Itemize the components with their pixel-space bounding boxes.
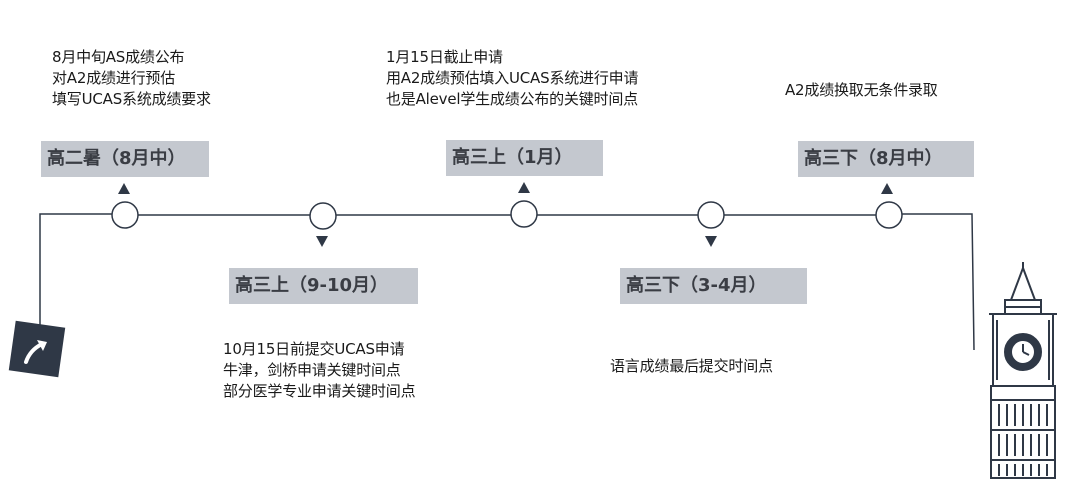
timeline-node-1 <box>111 201 139 229</box>
timeline-node-3 <box>510 200 538 228</box>
node-3-tag: 高三上（1月） <box>446 140 603 176</box>
node-3-note: 1月15日截止申请 用A2成绩预估填入UCAS系统进行申请 也是Alevel学生… <box>386 48 639 108</box>
node-4-note: 语言成绩最后提交时间点 <box>610 357 773 375</box>
node-2-pointer <box>316 236 328 247</box>
node-2-note: 10月15日前提交UCAS申请 牛津，剑桥申请关键时间点 部分医学专业申请关键时… <box>223 340 416 400</box>
node-4-tag: 高三下（3-4月） <box>620 268 807 304</box>
node-5-note: A2成绩换取无条件录取 <box>785 81 938 99</box>
node-2-tag: 高三上（9-10月） <box>229 268 418 304</box>
arrow-up-right-icon <box>8 320 66 378</box>
node-1-note: 8月中旬AS成绩公布 对A2成绩进行预估 填写UCAS系统成绩要求 <box>52 48 211 108</box>
timeline-node-4 <box>697 201 725 229</box>
node-1-pointer <box>118 183 130 194</box>
node-1-tag: 高二暑（8月中） <box>41 141 209 177</box>
big-ben-icon <box>989 262 1057 479</box>
timeline-node-2 <box>309 202 337 230</box>
node-3-pointer <box>518 182 530 193</box>
node-4-pointer <box>705 236 717 247</box>
node-5-pointer <box>881 183 893 194</box>
node-5-tag: 高三下（8月中） <box>798 141 974 177</box>
timeline-node-5 <box>875 201 903 229</box>
